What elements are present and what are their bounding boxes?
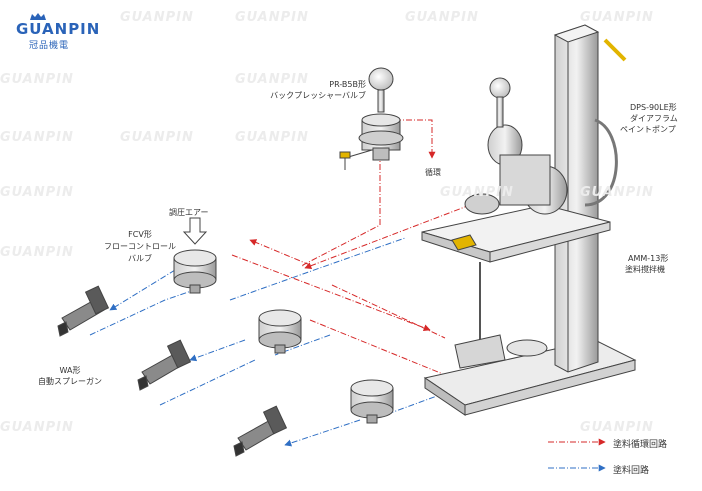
- circulation-label: 循環: [425, 168, 441, 177]
- watermark: GUANPIN: [235, 130, 309, 145]
- supply-line-gun-1-back: [89, 287, 201, 336]
- watermark: GUANPIN: [405, 10, 479, 25]
- supply-line-fcv-to-gun-3: [284, 419, 361, 447]
- supply-line-fcv3-in: [384, 392, 446, 416]
- crown-icon: [30, 13, 46, 20]
- watermark: GUANPIN: [0, 245, 74, 260]
- legend-item-supply: 塗料回路: [613, 466, 650, 476]
- spray-gun-model-label: WA形: [59, 366, 81, 375]
- supply-line-fcv-to-gun-2: [189, 339, 246, 362]
- supply-line-fcv-to-gun-1: [109, 269, 176, 311]
- spray-gun-1: [57, 285, 110, 337]
- flow-control-valve-2: [258, 309, 302, 354]
- diaphragm-pump-name-label-2: ペイントポンプ: [620, 125, 676, 134]
- circulation-line-valve-return: [395, 119, 436, 159]
- watermark: GUANPIN: [580, 10, 654, 25]
- circulation-line-valve-down: [301, 153, 381, 269]
- legend-item-circulation: 塗料循環回路: [613, 440, 668, 450]
- backpressure-valve: [339, 67, 404, 170]
- backpressure-valve-name-label: バックプレッシャーバルブ: [270, 91, 366, 100]
- spray-gun-name-label: 自動スプレーガン: [38, 377, 102, 386]
- flow-control-valve-3: [350, 379, 394, 424]
- brand-logo: GUANPIN: [16, 20, 101, 38]
- circulation-line-upper-tank: [331, 284, 446, 339]
- pump-stand: [421, 24, 637, 416]
- watermark: GUANPIN: [440, 185, 514, 200]
- supply-line-main: [229, 237, 406, 301]
- diaphragm-pump-model-label: DPS-90LE形: [630, 103, 677, 112]
- flow-valve-model-label: FCV形: [128, 230, 152, 239]
- flow-control-valve-1: [173, 249, 217, 294]
- watermark: GUANPIN: [120, 130, 194, 145]
- flow-valve-name-label-2: バルブ: [128, 254, 152, 263]
- agitator-model-label: AMM-13形: [628, 254, 669, 263]
- spray-gun-3: [233, 405, 288, 457]
- watermark: GUANPIN: [0, 130, 74, 145]
- circulation-line-to-tank-1: [231, 254, 431, 332]
- regulated-air-arrow: [182, 217, 208, 245]
- watermark: GUANPIN: [120, 10, 194, 25]
- watermark: GUANPIN: [235, 72, 309, 87]
- brand-subtitle: 冠品機電: [29, 41, 70, 51]
- watermark: GUANPIN: [0, 420, 74, 435]
- regulated-air-label: 調圧エアー: [169, 208, 209, 217]
- watermark: GUANPIN: [0, 72, 74, 87]
- diaphragm-pump-name-label-1: ダイアフラム: [630, 114, 678, 123]
- backpressure-valve-model-label: PR-B5B形: [329, 80, 366, 89]
- supply-line-gun-2-back: [159, 359, 256, 406]
- circulation-line-to-fcv: [249, 239, 311, 266]
- watermark: GUANPIN: [580, 420, 654, 435]
- agitator-name-label: 塗料撹拌機: [625, 265, 665, 274]
- watermark: GUANPIN: [580, 185, 654, 200]
- watermark: GUANPIN: [235, 10, 309, 25]
- spray-gun-2: [137, 339, 192, 391]
- watermark: GUANPIN: [0, 185, 74, 200]
- flow-valve-name-label-1: フローコントロール: [104, 242, 176, 251]
- circulation-line-from-pump: [304, 204, 471, 270]
